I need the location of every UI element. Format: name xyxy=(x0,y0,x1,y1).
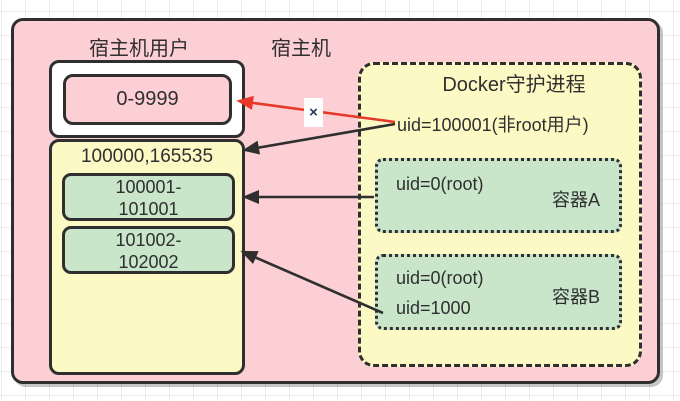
mapped-range-a-line1: 100001- xyxy=(115,177,182,197)
container-a-uid-text: uid=0(root) xyxy=(396,174,484,194)
mapped-range-b-line1: 101002- xyxy=(115,230,182,250)
docker-daemon-title: Docker守护进程 xyxy=(442,74,586,96)
container-a-label: 容器A xyxy=(552,190,601,210)
mapped-range-box-a: 100001- 101001 xyxy=(62,173,235,221)
mapped-range-b-line2: 102002 xyxy=(118,252,179,272)
host-machine-label: 宿主机 xyxy=(271,38,331,60)
forbidden-x-icon: × xyxy=(309,104,318,121)
container-a-box xyxy=(375,158,622,233)
daemon-uid-text: uid=100001(非root用户) xyxy=(397,115,589,135)
mapped-range-a-line2: 101001 xyxy=(118,199,179,219)
container-b-label: 容器B xyxy=(552,287,601,307)
host-users-label: 宿主机用户 xyxy=(89,38,189,60)
reserved-uid-range-text: 0-9999 xyxy=(116,88,179,110)
mapped-range-box-b: 101002- 102002 xyxy=(62,226,235,274)
reserved-uid-range-box: 0-9999 xyxy=(63,74,232,125)
container-b-box xyxy=(375,254,622,330)
container-b-uid-user-text: uid=1000 xyxy=(396,298,471,318)
subuid-range-text: 100000,165535 xyxy=(80,146,214,167)
forbidden-mapping-marker: × xyxy=(304,98,323,127)
container-b-uid-root-text: uid=0(root) xyxy=(396,268,484,288)
